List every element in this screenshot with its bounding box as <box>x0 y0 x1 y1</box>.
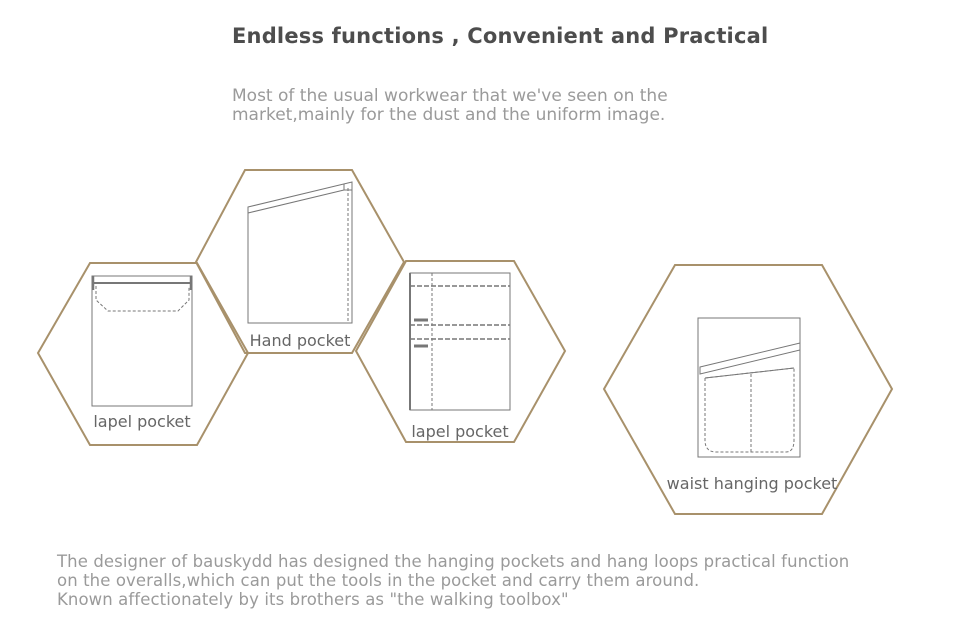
footer-line: The designer of bauskydd has designed th… <box>57 552 850 571</box>
footer-line: Known affectionately by its brothers as … <box>57 590 569 609</box>
footer-description: The designer of bauskydd has designed th… <box>57 552 937 609</box>
pocket-label: waist hanging pocket <box>667 474 838 493</box>
hexagon-frame <box>602 264 894 515</box>
hand-pocket-icon <box>247 181 353 324</box>
pocket-card-lapel-left: lapel pocket <box>36 262 250 446</box>
page-title: Endless functions , Convenient and Pract… <box>232 24 769 48</box>
hexagon-frame <box>354 260 567 443</box>
waist-hanging-pocket-icon <box>697 317 801 458</box>
pocket-label: Hand pocket <box>250 331 351 350</box>
lapel-pocket-icon <box>91 275 193 407</box>
lapel-pocket-icon <box>409 272 511 411</box>
pocket-label: lapel pocket <box>411 422 508 441</box>
pocket-card-waist-hanging: waist hanging pocket <box>602 264 894 515</box>
intro-line: market,mainly for the dust and the unifo… <box>232 105 666 125</box>
intro-line: Most of the usual workwear that we've se… <box>232 86 668 106</box>
pocket-card-lapel-middle: lapel pocket <box>354 260 567 443</box>
footer-line: on the overalls,which can put the tools … <box>57 571 700 590</box>
pocket-label: lapel pocket <box>93 412 190 431</box>
intro-text: Most of the usual workwear that we've se… <box>232 87 752 125</box>
hexagon-frame <box>194 169 406 354</box>
pocket-card-hand: Hand pocket <box>194 169 406 354</box>
